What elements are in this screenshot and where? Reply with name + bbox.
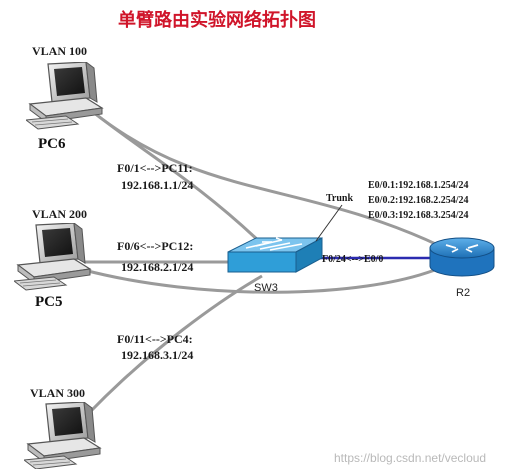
pc4-port-map-label: F0/11<-->PC4: <box>117 332 193 346</box>
pc6-ip-label: 192.168.1.1/24 <box>121 178 193 192</box>
link-pc4-switch <box>88 274 263 414</box>
watermark: https://blog.csdn.net/vecloud <box>334 451 486 465</box>
pc5-port-map-label: F0/6<-->PC12: <box>117 239 193 253</box>
switch-icon[interactable] <box>227 237 323 273</box>
router-subif-3: E0/0.3:192.168.3.254/24 <box>368 210 469 221</box>
router-subif-1: E0/0.1:192.168.1.254/24 <box>368 180 469 191</box>
pc5-name-label: PC5 <box>35 294 63 310</box>
trunk-label: Trunk <box>326 193 353 204</box>
links <box>83 106 441 414</box>
pc4-ip-label: 192.168.3.1/24 <box>121 348 193 362</box>
trunk-link-label: F0/24<-->E0/0 <box>322 254 383 265</box>
pc6-computer-icon[interactable] <box>26 62 103 130</box>
link-pc6-router-vlan <box>87 106 441 248</box>
router-name-label: R2 <box>456 287 470 299</box>
pc4-computer-icon[interactable] <box>24 402 101 469</box>
router-icon[interactable] <box>429 237 495 277</box>
pc5-ip-label: 192.168.2.1/24 <box>121 260 193 274</box>
pc6-name-label: PC6 <box>38 136 66 152</box>
diagram-title: 单臂路由实验网络拓扑图 <box>118 9 316 31</box>
trunk-pointer <box>315 204 343 242</box>
pc5-vlan-label: VLAN 200 <box>32 207 87 221</box>
link-pc5-router-vlan <box>83 266 441 294</box>
pc6-vlan-label: VLAN 100 <box>32 44 87 58</box>
router-subif-2: E0/0.2:192.168.2.254/24 <box>368 195 469 206</box>
pc5-computer-icon[interactable] <box>14 223 91 291</box>
switch-name-label: SW3 <box>254 282 278 294</box>
pc4-vlan-label: VLAN 300 <box>30 386 85 400</box>
pc6-port-map-label: F0/1<-->PC11: <box>117 161 193 175</box>
